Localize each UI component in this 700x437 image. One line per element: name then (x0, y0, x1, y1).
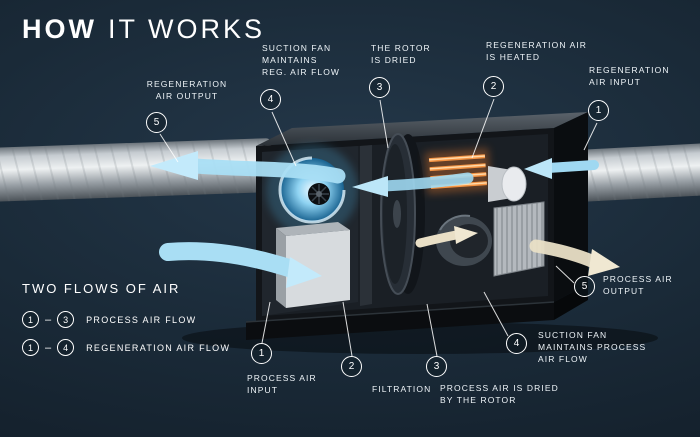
label-line: AIR OUTPUT (155, 91, 219, 101)
leader-line (379, 99, 389, 149)
left-duct-illustration (0, 138, 273, 202)
reg-air-input-arrow (524, 158, 599, 179)
label-line: PROCESS AIR (603, 274, 673, 284)
label-line: REGENERATION AIR (486, 40, 588, 50)
duct-cone (488, 166, 527, 202)
rotor-icon (380, 133, 425, 295)
leader-line (342, 301, 353, 357)
label-regeneration-air-input: REGENERATION AIR INPUT (589, 64, 670, 88)
callout-circle-process-input-1: 1 (251, 343, 272, 364)
label-rotor-is-dried: THE ROTOR IS DRIED (371, 42, 431, 66)
label-process-air-output: PROCESS AIR OUTPUT (603, 273, 673, 297)
legend-circle-from: 1 (22, 311, 39, 328)
legend-dash: – (45, 313, 52, 326)
reg-air-output-arrow (150, 151, 346, 184)
label-process-air-dried: PROCESS AIR IS DRIED BY THE ROTOR (440, 382, 559, 406)
label-line: INPUT (247, 385, 278, 395)
leader-line (583, 122, 598, 151)
callout-circle-reg-input-1: 1 (588, 100, 609, 121)
legend-heading: TWO FLOWS OF AIR (22, 281, 181, 296)
callout-circle-process-dried-3: 3 (426, 356, 447, 377)
flow-arrows (150, 151, 620, 288)
label-line: BY THE ROTOR (440, 395, 517, 405)
label-line: PROCESS AIR (247, 373, 317, 383)
label-filtration: FILTRATION (372, 383, 431, 395)
dried-air-arrow (415, 226, 478, 248)
leader-line (261, 301, 271, 344)
process-air-input-arrow (159, 242, 322, 288)
label-regeneration-air-heated: REGENERATION AIR IS HEATED (486, 39, 587, 63)
callout-circle-reg-output-5: 5 (146, 112, 167, 133)
callout-circle-process-fan-4: 4 (506, 333, 527, 354)
label-line: FILTRATION (372, 384, 432, 394)
leader-line (271, 111, 297, 167)
callout-circle-rotor-dried-3: 3 (369, 77, 390, 98)
label-suction-fan-process: SUCTION FAN MAINTAINS PROCESS AIR FLOW (538, 329, 646, 365)
leader-line (483, 291, 509, 337)
label-suction-fan-reg: SUCTION FAN MAINTAINS REG. AIR FLOW (262, 42, 340, 78)
divider-wall (360, 145, 372, 306)
label-line: REG. AIR FLOW (262, 67, 341, 77)
legend-row-regeneration: 1 – 4 REGENERATION AIR FLOW (22, 339, 230, 356)
label-line: OUTPUT (603, 286, 645, 296)
regeneration-fan-icon (266, 144, 358, 236)
leader-line (471, 98, 495, 159)
label-line: AIR FLOW (538, 354, 588, 364)
right-duct-illustration (557, 143, 700, 203)
title-rest: IT WORKS (107, 14, 265, 44)
label-line: REGENERATION (589, 65, 670, 75)
callout-circle-filtration-2: 2 (341, 356, 362, 377)
label-process-air-input: PROCESS AIR INPUT (247, 372, 317, 396)
label-line: IS HEATED (486, 52, 541, 62)
label-line: MAINTAINS PROCESS (538, 342, 647, 352)
legend-dash: – (45, 341, 52, 354)
legend: TWO FLOWS OF AIR 1 – 3 PROCESS AIR FLOW … (22, 281, 230, 367)
legend-row-process: 1 – 3 PROCESS AIR FLOW (22, 311, 230, 328)
label-line: MAINTAINS (262, 55, 318, 65)
label-regeneration-air-output: REGENERATION AIR OUTPUT (138, 78, 236, 102)
legend-circle-from: 1 (22, 339, 39, 356)
label-line: AIR INPUT (589, 77, 641, 87)
callout-circle-process-output-5: 5 (574, 276, 595, 297)
legend-circle-to: 4 (57, 339, 75, 356)
legend-circle-to: 3 (57, 311, 75, 328)
label-line: SUCTION FAN (538, 330, 608, 340)
rotor-to-fan-arrow (352, 172, 474, 197)
page-title: HOW IT WORKS (22, 14, 265, 45)
callout-leader-lines (159, 98, 598, 357)
legend-label: REGENERATION AIR FLOW (86, 342, 231, 353)
filter-panel-icon (493, 201, 545, 277)
label-line: PROCESS AIR IS DRIED (440, 383, 559, 393)
label-line: IS DRIED (371, 55, 417, 65)
leader-line (555, 265, 575, 284)
leader-line (159, 133, 179, 163)
label-line: REGENERATION (146, 79, 228, 89)
label-line: SUCTION FAN (262, 43, 332, 53)
legend-label: PROCESS AIR FLOW (86, 314, 197, 325)
title-emphasis: HOW (22, 14, 97, 44)
leader-line (426, 303, 438, 357)
label-line: THE ROTOR (371, 43, 431, 53)
callout-circle-air-heated-2: 2 (483, 76, 504, 97)
callout-circle-reg-fan-4: 4 (260, 89, 281, 110)
process-air-output-arrow (529, 239, 620, 276)
